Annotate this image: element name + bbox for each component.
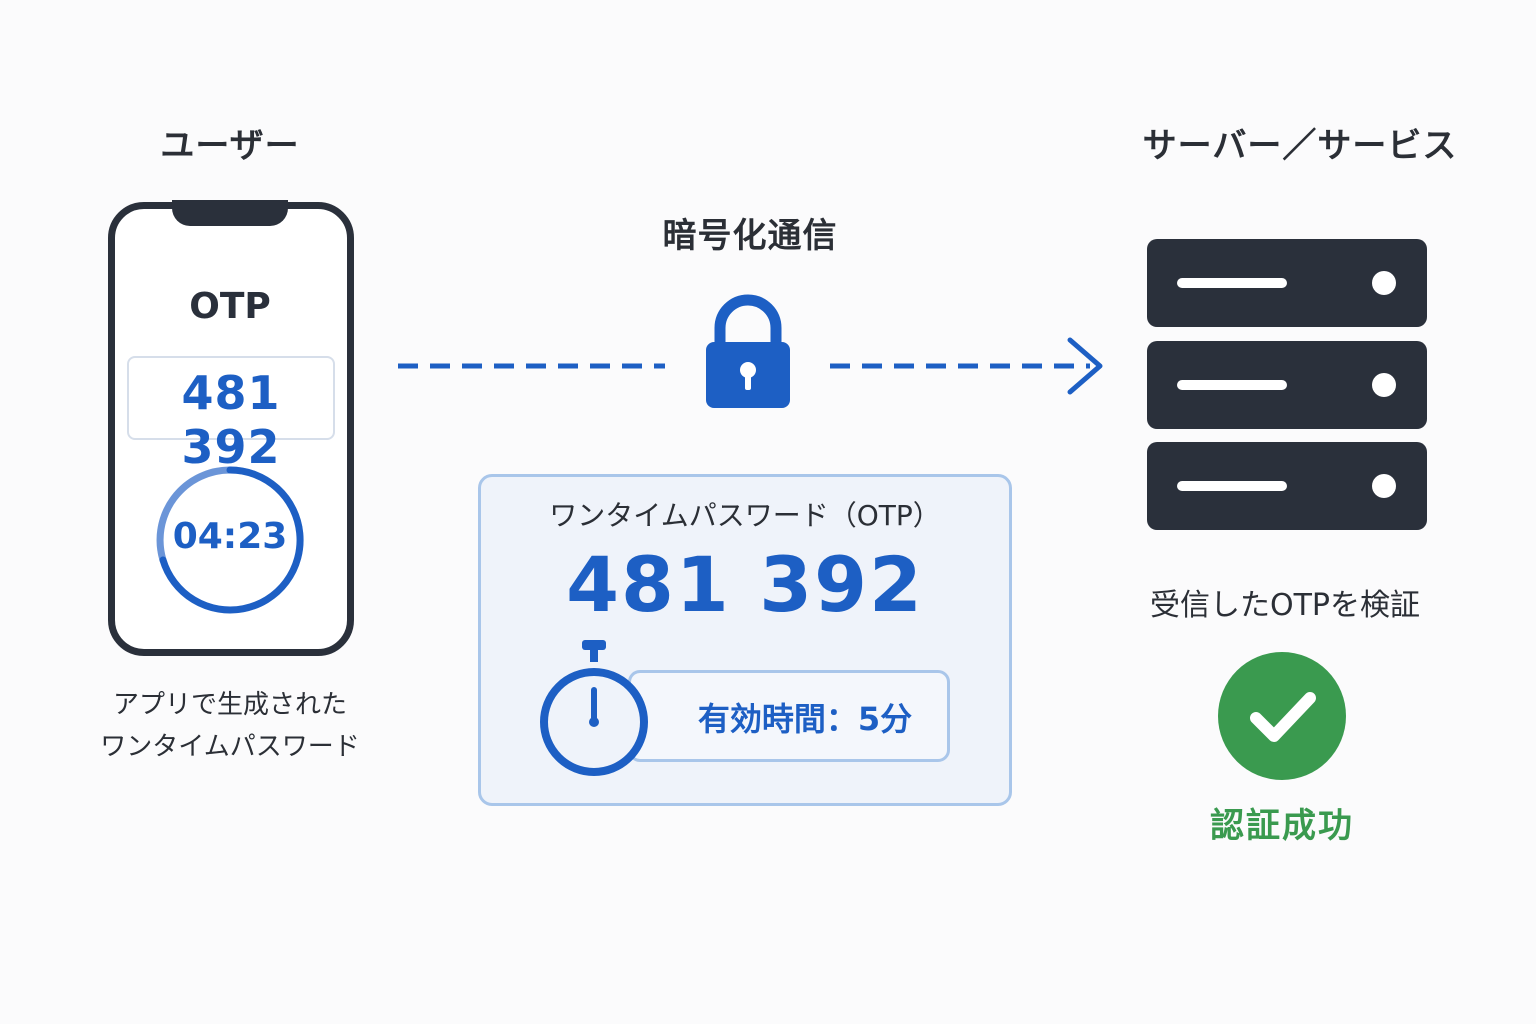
rack-led-icon xyxy=(1372,271,1396,295)
rack-slot xyxy=(1177,278,1287,288)
otp-card-title: ワンタイムパスワード（OTP） xyxy=(549,499,941,532)
phone-otp-code: 481 392 xyxy=(181,366,281,474)
user-heading: ユーザー xyxy=(160,126,300,166)
rack-slot xyxy=(1177,380,1287,390)
countdown-ring-icon xyxy=(156,466,304,614)
encrypted-flow-arrow xyxy=(398,294,1103,408)
phone-caption: アプリで生成された ワンタイムパスワード xyxy=(60,684,400,768)
server-heading: サーバー／サービス xyxy=(1142,126,1458,166)
stopwatch-icon xyxy=(540,640,648,776)
rack-slot xyxy=(1177,481,1287,491)
server-caption: 受信したOTPを検証 xyxy=(1149,588,1421,623)
server-rack-unit xyxy=(1147,239,1427,327)
server-rack-unit xyxy=(1147,341,1427,429)
phone-caption-line-1: アプリで生成された xyxy=(112,690,347,720)
phone-code-box xyxy=(127,356,335,440)
otp-card-code: 481 392 xyxy=(566,540,924,629)
phone-notch xyxy=(172,200,288,226)
arrow-head-icon xyxy=(1067,337,1103,395)
rack-led-icon xyxy=(1372,474,1396,498)
auth-success-label: 認証成功 xyxy=(1210,806,1354,846)
validity-text: 有効時間：5分 xyxy=(697,700,913,738)
countdown-timer: 04:23 xyxy=(172,516,288,557)
check-circle-icon xyxy=(1218,652,1346,780)
server-rack-unit xyxy=(1147,442,1427,530)
channel-heading: 暗号化通信 xyxy=(662,216,838,256)
phone-otp-label: OTP xyxy=(189,286,271,327)
rack-led-icon xyxy=(1372,373,1396,397)
validity-box xyxy=(628,670,950,762)
lock-icon xyxy=(706,294,790,408)
phone-caption-line-2: ワンタイムパスワード xyxy=(100,732,360,762)
